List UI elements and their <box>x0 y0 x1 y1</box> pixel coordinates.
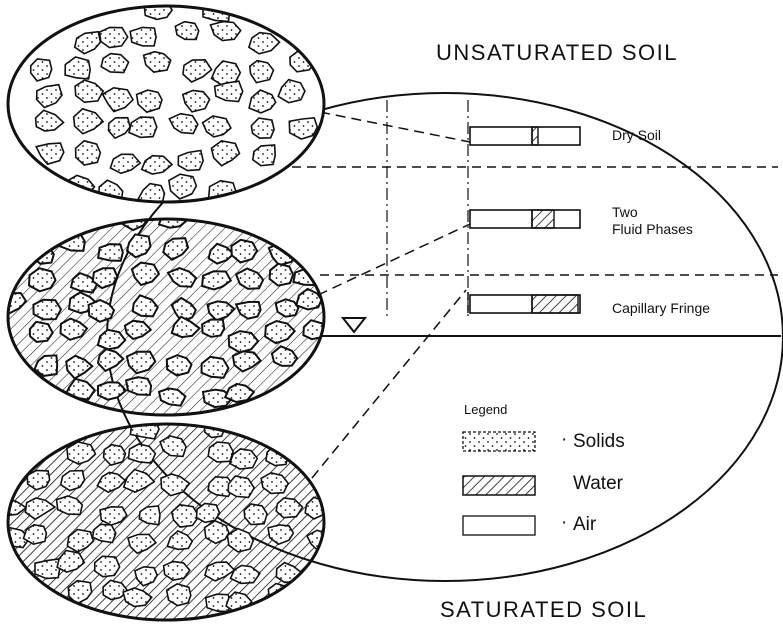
soil-grain <box>130 420 159 439</box>
water-table-triangle-icon <box>343 318 365 332</box>
soil-grain <box>29 268 56 291</box>
saturated-soil-title: SATURATED SOIL <box>440 597 647 623</box>
layer-label-capillary-fringe: Capillary Fringe <box>612 300 710 316</box>
soil-grain <box>30 322 53 342</box>
soil-grain <box>251 118 274 138</box>
soil-grain <box>76 141 101 165</box>
soil-grain <box>270 264 293 286</box>
layer-label-dry-soil: Dry Soil <box>612 127 661 143</box>
legend-swatch-air <box>463 516 535 535</box>
soil-grain <box>33 300 61 320</box>
soil-grain <box>104 445 126 466</box>
soil-grain <box>244 504 267 525</box>
soil-grain <box>130 27 156 46</box>
soil-grain <box>208 442 233 462</box>
legend-label-solids: Solids <box>573 431 625 453</box>
phase-bar-water-dry-soil <box>532 127 538 145</box>
legend-swatch-water <box>463 476 535 495</box>
legend-label-water: Water <box>573 473 623 495</box>
phase-bar-water-capillary-fringe <box>532 295 578 313</box>
soil-grain <box>202 357 229 378</box>
soil-grain <box>231 240 257 263</box>
soil-grain <box>126 377 151 395</box>
soil-grain <box>144 1 172 19</box>
soil-grain <box>167 355 192 375</box>
soil-grain <box>202 320 224 337</box>
soil-grain <box>31 59 52 81</box>
connector-two-phase <box>318 224 470 295</box>
soil-grain <box>197 504 220 523</box>
phase-bars <box>470 127 580 313</box>
phase-bar-two-fluid-phases <box>470 210 580 228</box>
dry-soil-grains-circle <box>8 1 324 203</box>
soil-grain <box>98 244 123 261</box>
legend-swatches <box>463 432 535 535</box>
saturated-grains-circle <box>0 418 334 620</box>
layer-label-two-fluid-line2: Fluid Phases <box>612 221 693 237</box>
legend-marker-air: · <box>561 512 567 534</box>
two-phase-grains-circle <box>0 207 327 415</box>
soil-grain <box>35 559 60 579</box>
soil-grain <box>95 556 120 577</box>
legend-label-air: Air <box>573 514 596 536</box>
legend-heading: Legend <box>464 402 507 417</box>
legend-marker-solids: · <box>561 429 567 451</box>
unsaturated-soil-title: UNSATURATED SOIL <box>436 40 678 66</box>
connector-dry <box>320 112 470 142</box>
phase-bar-water-two-fluid-phases <box>532 210 554 228</box>
connector-fringe-a <box>312 290 466 478</box>
phase-bar-dry-soil <box>470 127 580 145</box>
legend-swatch-solids <box>463 432 535 451</box>
layer-label-two-fluid-line1: Two <box>612 204 638 220</box>
